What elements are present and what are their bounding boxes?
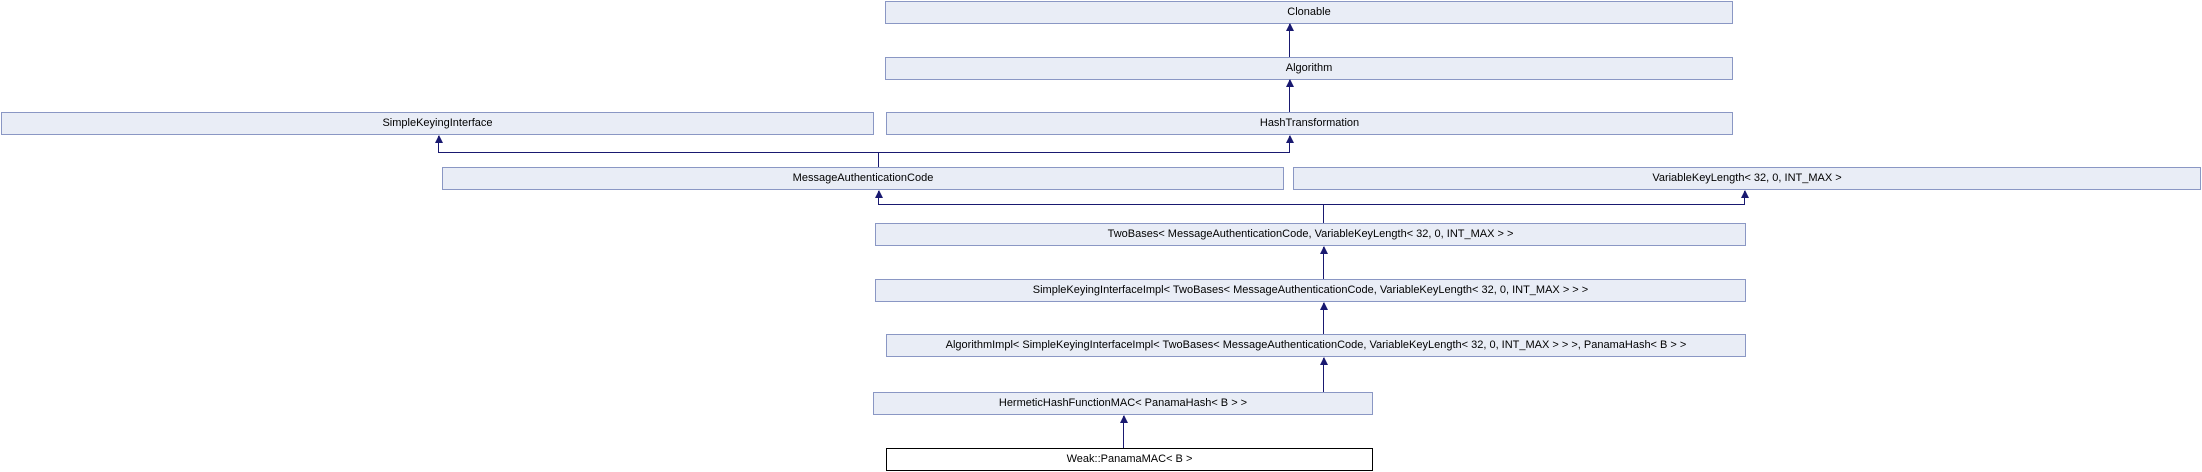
edge-line — [438, 136, 439, 153]
arrowhead-up-icon — [1741, 190, 1749, 198]
class-node-two-bases[interactable]: TwoBases< MessageAuthenticationCode, Var… — [875, 223, 1746, 246]
arrowhead-up-icon — [1320, 357, 1328, 365]
edge-line — [1289, 136, 1290, 153]
edge-line — [1289, 24, 1290, 57]
edge-line — [878, 191, 879, 205]
arrowhead-up-icon — [1286, 79, 1294, 87]
edge-line — [1323, 247, 1324, 279]
arrowhead-up-icon — [1320, 302, 1328, 310]
class-node-variable-key-length[interactable]: VariableKeyLength< 32, 0, INT_MAX > — [1293, 167, 2201, 190]
class-node-weak-panama-mac: Weak::PanamaMAC< B > — [886, 448, 1373, 471]
edge-line — [1123, 416, 1124, 448]
class-node-algorithm-impl[interactable]: AlgorithmImpl< SimpleKeyingInterfaceImpl… — [886, 334, 1746, 357]
class-node-hash-transformation[interactable]: HashTransformation — [886, 112, 1733, 135]
arrowhead-up-icon — [1320, 246, 1328, 254]
edge-line — [1289, 80, 1290, 112]
class-node-clonable[interactable]: Clonable — [885, 1, 1733, 24]
arrowhead-up-icon — [1120, 415, 1128, 423]
edge-line — [1323, 303, 1324, 334]
class-node-simple-keying-interface-impl[interactable]: SimpleKeyingInterfaceImpl< TwoBases< Mes… — [875, 279, 1746, 302]
edge-line — [1323, 358, 1324, 392]
edge-line — [878, 204, 1744, 205]
class-node-simple-keying-interface[interactable]: SimpleKeyingInterface — [1, 112, 874, 135]
edge-line — [1323, 204, 1324, 223]
arrowhead-up-icon — [875, 190, 883, 198]
edge-line — [1744, 191, 1745, 205]
edge-line — [878, 152, 879, 167]
arrowhead-up-icon — [1286, 23, 1294, 31]
edge-line — [438, 152, 1290, 153]
arrowhead-up-icon — [435, 135, 443, 143]
class-node-message-authentication-code[interactable]: MessageAuthenticationCode — [442, 167, 1284, 190]
class-node-hermetic-hash-function-mac[interactable]: HermeticHashFunctionMAC< PanamaHash< B >… — [873, 392, 1373, 415]
arrowhead-up-icon — [1286, 135, 1294, 143]
class-node-algorithm[interactable]: Algorithm — [885, 57, 1733, 80]
